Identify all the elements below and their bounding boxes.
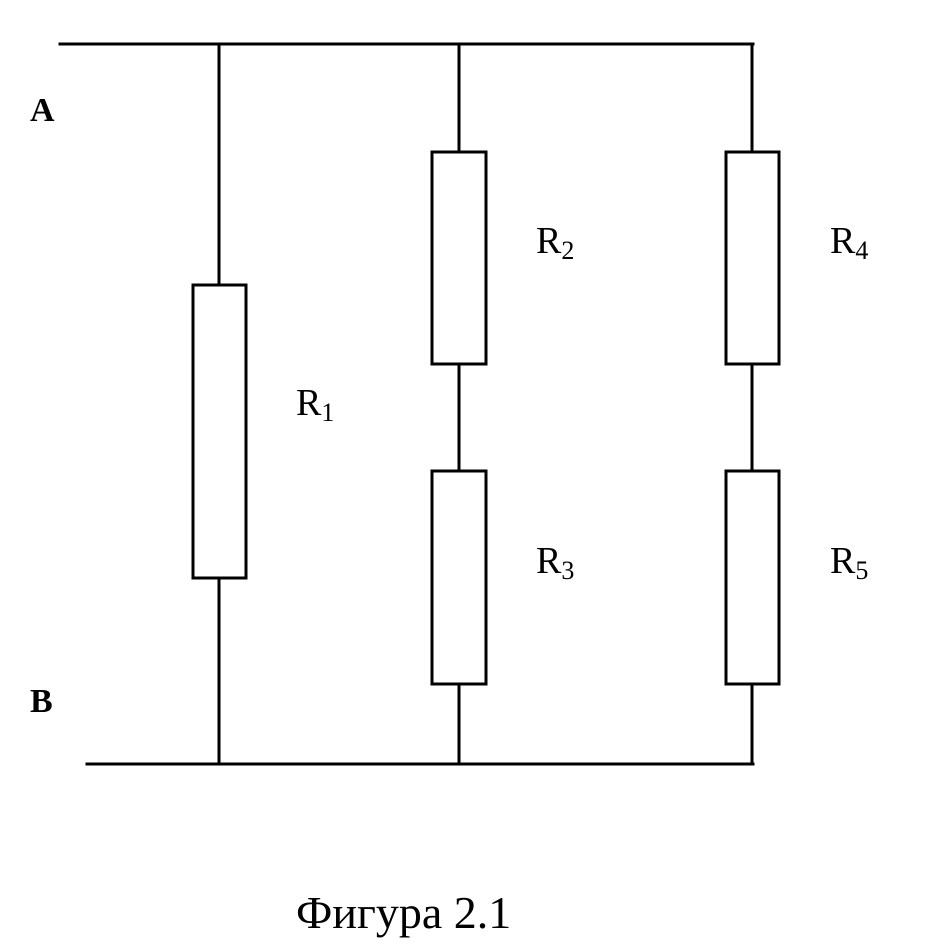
figure-caption: Фигура 2.1 bbox=[296, 887, 511, 938]
resistor-label-letter: R bbox=[536, 540, 562, 582]
resistor-r4 bbox=[724, 150, 781, 366]
resistor-label-index: 3 bbox=[561, 556, 574, 585]
resistor-label-r5: R5 bbox=[830, 540, 868, 585]
resistor-label-index: 4 bbox=[855, 236, 868, 265]
resistor-label-letter: R bbox=[536, 220, 562, 262]
resistor-label-letter: R bbox=[830, 540, 856, 582]
resistor-label-letter: R bbox=[296, 382, 322, 424]
resistor-label-index: 1 bbox=[321, 398, 334, 427]
terminal-label-b: B bbox=[30, 683, 53, 720]
resistor-r5 bbox=[724, 469, 781, 686]
resistor-label-index: 5 bbox=[855, 556, 868, 585]
resistor-label-letter: R bbox=[830, 220, 856, 262]
resistor-r2 bbox=[430, 150, 488, 366]
resistor-label-r2: R2 bbox=[536, 220, 574, 265]
resistor-r1 bbox=[191, 283, 248, 580]
resistor-label-r3: R3 bbox=[536, 540, 574, 585]
resistor-r3 bbox=[430, 469, 488, 686]
resistor-label-r4: R4 bbox=[830, 220, 868, 265]
terminal-label-a: A bbox=[30, 92, 55, 129]
resistor-label-index: 2 bbox=[561, 236, 574, 265]
resistor-label-r1: R1 bbox=[296, 382, 334, 427]
